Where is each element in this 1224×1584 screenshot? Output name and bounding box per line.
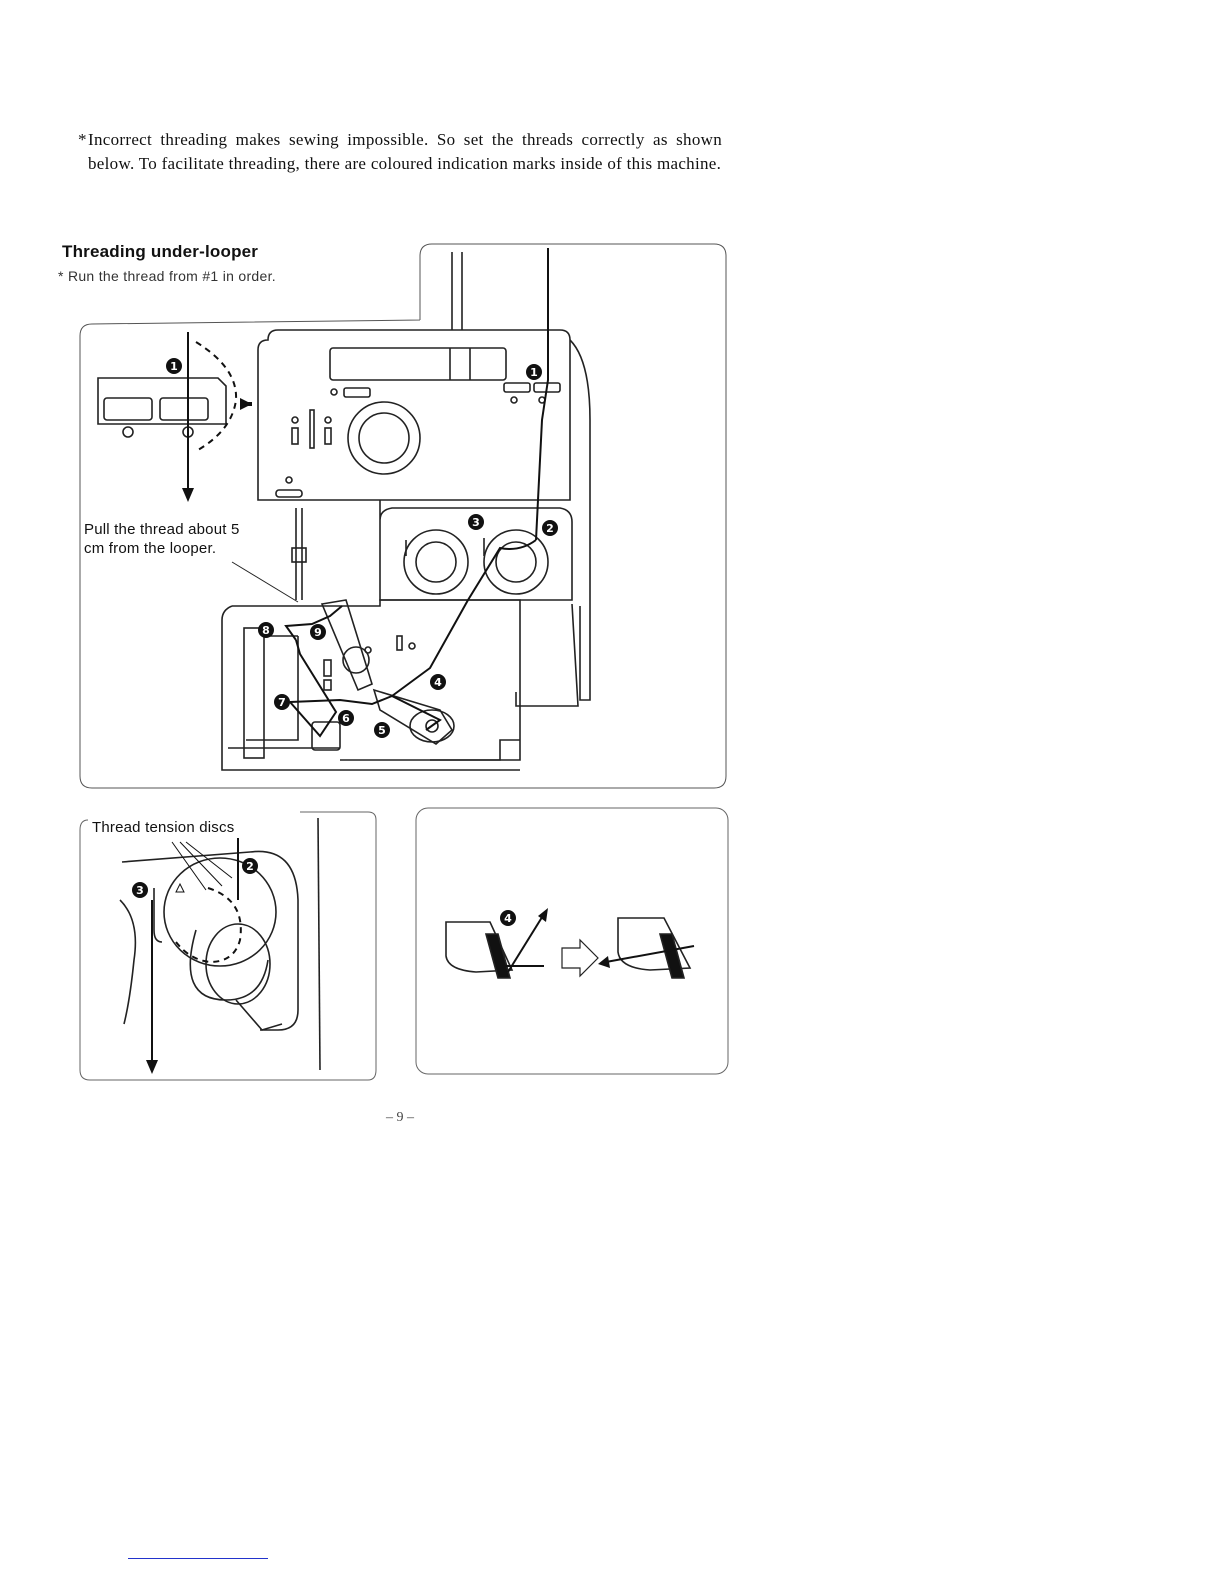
intro-asterisk: * bbox=[78, 130, 87, 149]
marker-3-inset-num: 3 bbox=[136, 884, 144, 897]
footer-rule bbox=[128, 1558, 268, 1559]
pull-thread-label: Pull the thread about 5 cm from the loop… bbox=[84, 520, 260, 558]
marker-7-num: 7 bbox=[278, 696, 286, 709]
marker-6-num: 6 bbox=[342, 712, 350, 725]
tension-discs-label: Thread tension discs bbox=[92, 818, 235, 837]
marker-9-num: 9 bbox=[314, 626, 322, 639]
section-title: Threading under-looper bbox=[62, 242, 259, 261]
tension-disc-inset bbox=[79, 811, 377, 1081]
marker-1-num: 1 bbox=[530, 366, 538, 379]
marker-4-inset-num: 4 bbox=[504, 912, 512, 925]
thread-guide-inset bbox=[415, 807, 729, 1075]
main-diagram bbox=[79, 243, 727, 789]
step-marker-numbers: 1 1 2 3 4 5 6 7 8 9 2 3 4 bbox=[136, 360, 554, 925]
section-note: * Run the thread from #1 in order. bbox=[58, 268, 276, 284]
marker-3-num: 3 bbox=[472, 516, 480, 529]
marker-2-inset-num: 2 bbox=[246, 860, 254, 873]
intro-text: Incorrect threading makes sewing impossi… bbox=[88, 130, 722, 173]
marker-4-num: 4 bbox=[434, 676, 442, 689]
marker-8-num: 8 bbox=[262, 624, 270, 637]
step-markers bbox=[132, 358, 558, 926]
looper-inset bbox=[97, 332, 252, 502]
marker-2-num: 2 bbox=[546, 522, 554, 535]
page-number: – 9 – bbox=[386, 1110, 414, 1125]
marker-5-num: 5 bbox=[378, 724, 386, 737]
marker-1-looper-num: 1 bbox=[170, 360, 178, 373]
thread-path bbox=[284, 248, 549, 738]
serger-machine-drawing bbox=[221, 252, 591, 771]
intro-paragraph: * Incorrect threading makes sewing impos… bbox=[78, 128, 722, 176]
